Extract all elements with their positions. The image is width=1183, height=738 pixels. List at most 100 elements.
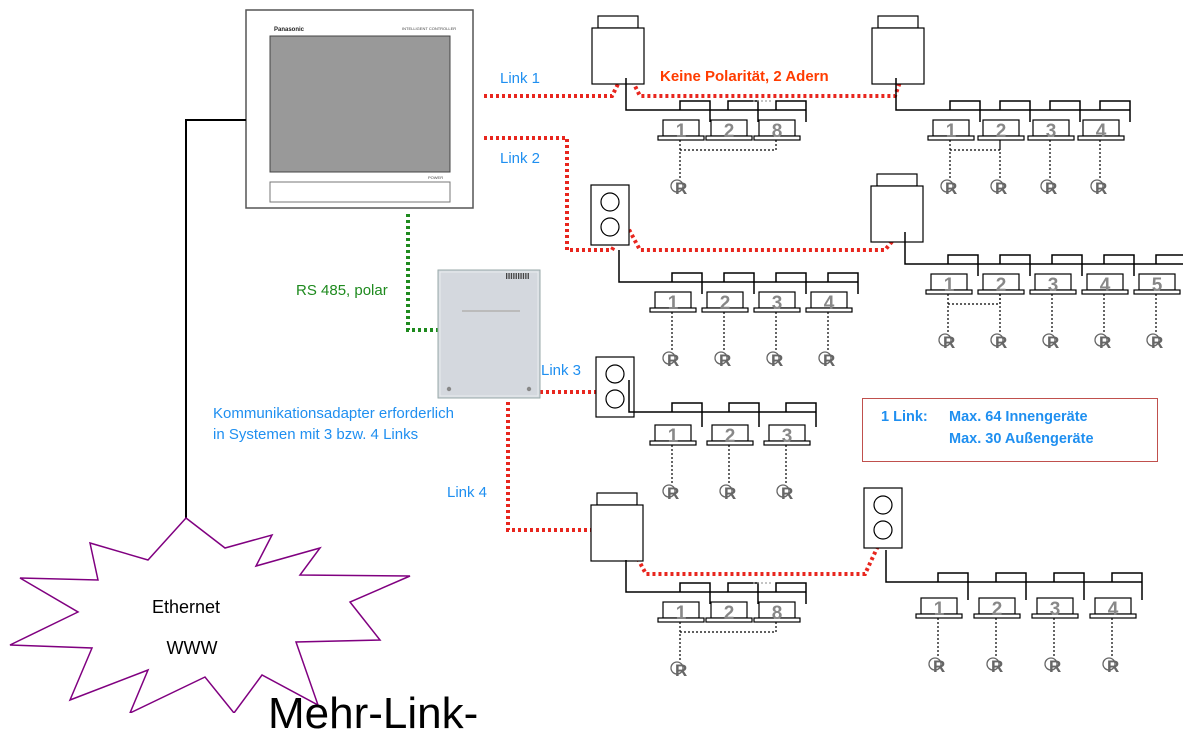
indoor-unit-number: 3: [782, 426, 793, 447]
indoor-unit-number: 4: [1108, 599, 1119, 620]
remote-icon: [990, 179, 1004, 193]
unit-tap: [775, 582, 807, 604]
outdoor-unit-top: [876, 173, 918, 187]
indoor-unit: 3: [763, 424, 811, 447]
indoor-unit-number: 1: [676, 121, 687, 142]
unit-tap: [995, 572, 1027, 600]
network-cloud: [9, 516, 411, 713]
adapter-vent: [527, 273, 529, 279]
indoor-unit: 1: [925, 273, 973, 296]
indoor-unit-number: 1: [668, 293, 679, 314]
link4-label: Link 4: [447, 484, 488, 501]
remote-icon: [1044, 657, 1058, 671]
indoor-unit-number: 5: [1152, 275, 1163, 296]
adapter-vent: [515, 273, 517, 279]
indoor-unit: 3: [1029, 273, 1077, 296]
indoor-unit: 3: [1031, 597, 1079, 620]
remote-controller: R: [1044, 657, 1061, 676]
remote-controller: R: [670, 661, 687, 680]
indoor-unit-number: 2: [724, 603, 735, 624]
indoor-unit: 4: [1089, 597, 1137, 620]
remote-label: R: [995, 179, 1007, 198]
indoor-unit-base: [973, 613, 1021, 619]
remote-controller: R: [1146, 333, 1163, 352]
indoor-unit: 8: [753, 119, 801, 142]
remote-icon: [662, 351, 676, 365]
indoor-unit-base: [1089, 613, 1137, 619]
indoor-unit-number: 1: [934, 599, 945, 620]
adapter-label-strip: [462, 310, 520, 312]
indoor-unit-base: [925, 289, 973, 295]
outdoor-unit-body: [871, 27, 925, 85]
outdoor-unit-link2-b: [870, 173, 924, 243]
remote-label: R: [781, 484, 793, 503]
indoor-unit-number: 1: [946, 121, 957, 142]
link3-label: Link 3: [541, 362, 582, 379]
indoor-bus: [895, 78, 1130, 111]
link2-wire: [484, 136, 907, 252]
indoor-unit: 4: [1081, 273, 1129, 296]
fan-icon: [600, 192, 620, 212]
indoor-unit-number: 2: [992, 599, 1003, 620]
indoor-unit-base: [657, 617, 705, 623]
unit-tap: [671, 402, 703, 427]
remote-icon: [928, 657, 942, 671]
indoor-unit: 4: [805, 291, 853, 314]
indoor-unit-number: 2: [724, 121, 735, 142]
adapter-vent: [520, 273, 522, 279]
indoor-unit: 3: [753, 291, 801, 314]
indoor-unit-base: [1081, 289, 1129, 295]
unit-tap: [775, 272, 807, 294]
controller-power-label: POWER: [428, 175, 443, 180]
link-limits-box: 1 Link: Max. 64 Innengeräte Max. 30 Auße…: [862, 398, 1158, 462]
indoor-unit: 3: [1027, 119, 1075, 142]
indoor-unit: 4: [1077, 119, 1125, 142]
unit-tap: [727, 582, 759, 604]
remote-label: R: [943, 333, 955, 352]
remote-icon: [818, 351, 832, 365]
indoor-unit-number: 2: [996, 121, 1007, 142]
polarity-label: Keine Polarität, 2 Adern: [660, 68, 829, 85]
unit-tap: [999, 254, 1031, 276]
unit-tap: [1111, 572, 1143, 600]
remote-icon: [990, 333, 1004, 347]
indoor-unit: 2: [705, 119, 753, 142]
indoor-unit-number: 3: [1050, 599, 1061, 620]
remote-controller: R: [1102, 657, 1119, 676]
remote-icon: [940, 179, 954, 193]
remote-icon: [776, 484, 790, 498]
indoor-unit-base: [915, 613, 963, 619]
remote-label: R: [771, 351, 783, 370]
remote-icon: [1042, 333, 1056, 347]
remote-chain: [948, 294, 1001, 305]
outdoor-unit-body: [591, 27, 645, 85]
outdoor-unit-body: [870, 185, 924, 243]
unit-tap: [1155, 254, 1183, 264]
indoor-unit-base: [657, 135, 705, 141]
outdoor-unit-link4-a: [590, 492, 644, 562]
indoor-unit-number: 4: [1096, 121, 1107, 142]
remote-label: R: [823, 351, 835, 370]
adapter-edge: [439, 271, 539, 397]
remote-controller: R: [662, 351, 679, 370]
indoor-unit-number: 2: [720, 293, 731, 314]
link1-label: Link 1: [500, 70, 541, 87]
indoor-unit-base: [701, 307, 749, 313]
indoor-unit-base: [753, 307, 801, 313]
indoor-unit-base: [1031, 613, 1079, 619]
unit-tap: [827, 272, 859, 294]
indoor-unit-base: [1077, 135, 1125, 141]
indoor-unit-base: [1133, 289, 1181, 295]
remote-controller: R: [662, 484, 679, 503]
indoor-unit: 1: [657, 601, 705, 624]
cloud-text-www: WWW: [167, 638, 218, 658]
indoor-unit-number: 3: [1046, 121, 1057, 142]
remote-icon: [1090, 179, 1104, 193]
remote-label: R: [724, 484, 736, 503]
remote-icon: [714, 351, 728, 365]
indoor-unit-base: [753, 135, 801, 141]
communication-adapter: [437, 269, 541, 399]
indoor-unit-base: [649, 440, 697, 446]
